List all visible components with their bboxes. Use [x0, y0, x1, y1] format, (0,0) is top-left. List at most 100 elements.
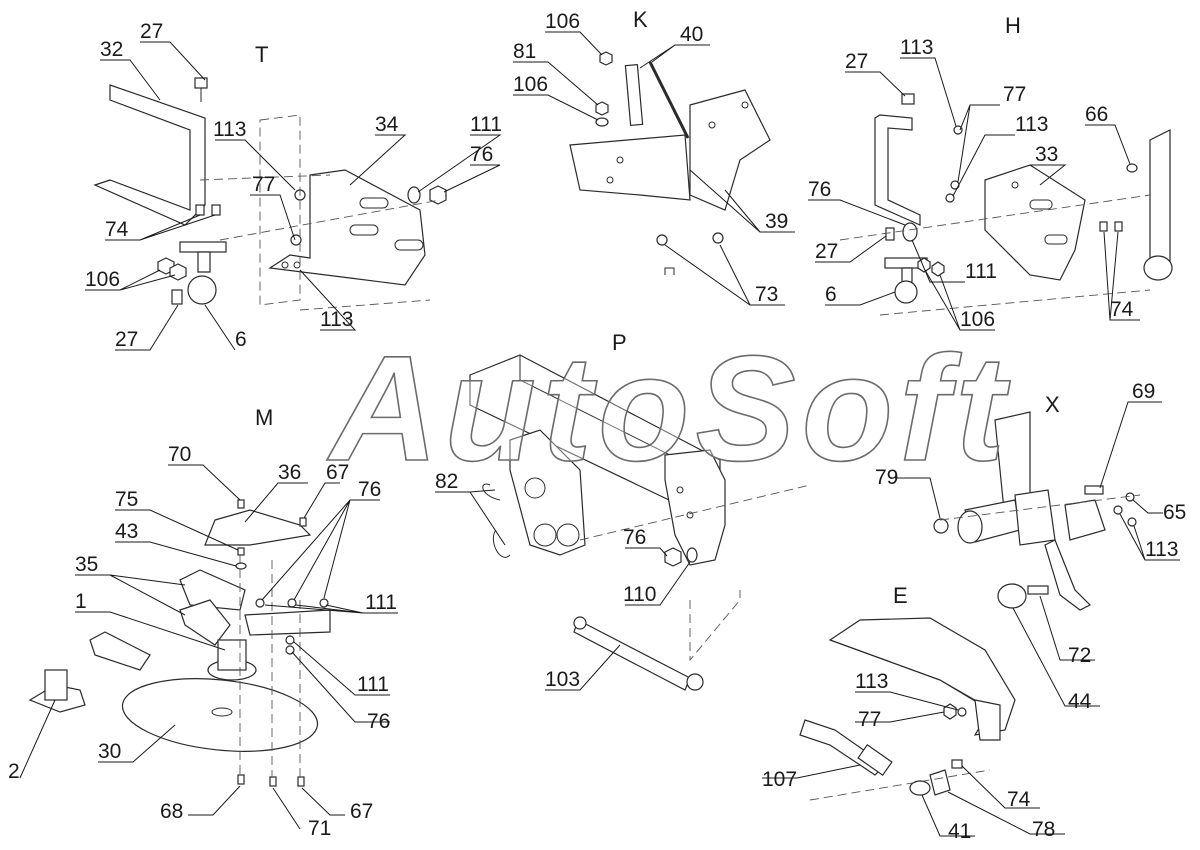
leader-t-6: [204, 304, 236, 351]
washer-113-e: [957, 707, 967, 717]
callout: 74: [1110, 298, 1134, 321]
frame-h-side: [1149, 129, 1171, 271]
callout: 76: [623, 526, 646, 549]
bracket-35b: [179, 599, 231, 646]
section-m-group: M: [8, 405, 398, 840]
washer-113: [290, 234, 302, 246]
callout: 107: [762, 768, 797, 791]
plate-34-hole: [281, 261, 289, 269]
flange-x: [1064, 499, 1106, 541]
callout: 76: [358, 478, 381, 501]
leader-x-65: [1132, 499, 1163, 514]
leader-m-76b: [291, 651, 390, 723]
guide-dash-e: [809, 769, 991, 801]
leader-h-74: [1103, 231, 1140, 321]
callout: 78: [1032, 818, 1055, 841]
nut-77-e: [943, 703, 957, 720]
leader-h-6: [825, 291, 896, 306]
cylinder-107-body: [857, 744, 893, 776]
plate-39a: [569, 134, 691, 201]
callout: 6: [235, 328, 247, 351]
washer-79: [933, 518, 949, 534]
bolt-75: [237, 547, 245, 556]
plate-34: [268, 169, 426, 286]
callout: 27: [815, 240, 838, 263]
callout: 79: [875, 466, 898, 489]
nut-106-top: [599, 51, 613, 66]
strut-103-end-a: [573, 616, 587, 630]
callout: 68: [160, 800, 183, 823]
plate-1: [89, 631, 151, 671]
callout: 33: [1035, 143, 1058, 166]
leader-m-68: [188, 785, 241, 816]
washer-111-m3: [319, 598, 329, 608]
callout: 76: [367, 710, 390, 733]
leader-t-27a: [140, 41, 206, 81]
callout: 111: [470, 113, 502, 136]
screw-67-top: [299, 517, 307, 527]
section-label-x: X: [1045, 392, 1060, 417]
plate-34-slot-1: [359, 197, 389, 209]
leader-h-111: [911, 239, 965, 283]
washer-110: [686, 547, 698, 563]
nut-66: [1126, 163, 1138, 173]
callout: 113: [855, 670, 888, 693]
leader-t-76: [443, 164, 501, 193]
ball-joint-6-h-ball: [894, 280, 918, 304]
washer-113-x2: [1127, 517, 1137, 527]
bolt-74-h2: [1114, 221, 1123, 232]
callout: 113: [213, 118, 246, 141]
leader-t-113b: [299, 269, 357, 331]
clamp-78: [929, 769, 951, 796]
callout: 113: [900, 36, 933, 59]
leader-p-110: [625, 561, 691, 606]
section-label-e: E: [893, 583, 908, 608]
guide-dash-p1: [579, 484, 811, 541]
washer-111-m1: [255, 598, 265, 608]
callout: 1: [75, 590, 87, 613]
leader-h-76: [808, 199, 906, 226]
rivet-73a: [656, 234, 668, 246]
rod-x: [1044, 539, 1092, 611]
plate-39a-hole: [606, 176, 614, 184]
bushing-h: [1143, 255, 1173, 281]
leader-k-106b: [513, 94, 599, 121]
leader-t-111: [417, 134, 502, 193]
ball-joint-6-h-spring: [901, 267, 913, 283]
bracket-h: [874, 114, 921, 226]
washer-43: [235, 562, 247, 570]
leader-m-30: [98, 724, 176, 763]
leader-h-27a: [845, 71, 906, 97]
callout: 77: [252, 173, 275, 196]
callout: 76: [808, 178, 831, 201]
leader-e-74: [961, 765, 1040, 809]
leader-m-43: [115, 541, 237, 567]
section-label-p: P: [612, 330, 627, 355]
strut-103: [573, 619, 691, 691]
plate-39a-hole: [616, 156, 624, 164]
leader-e-78: [947, 791, 1065, 835]
plate-39b: [689, 89, 771, 211]
callout: 75: [115, 488, 138, 511]
bolt-27-h2: [885, 227, 895, 241]
callout: 111: [365, 591, 397, 614]
nut-106-h1: [917, 257, 931, 273]
guide-dash-h1: [839, 194, 1151, 241]
section-k-group: K 106 81 106 40 39 73: [513, 7, 795, 306]
bracket-32-edges: [94, 85, 111, 186]
callout: 27: [115, 328, 138, 351]
nut-106-mid: [595, 101, 609, 116]
callout: 30: [98, 740, 121, 763]
bolt-72: [1027, 585, 1049, 595]
washer-113-h2: [945, 193, 955, 203]
callout: 43: [115, 520, 138, 543]
washer-111-m2: [287, 598, 297, 608]
section-label-h: H: [1005, 13, 1021, 38]
leader-m-70: [168, 464, 241, 501]
leader-k-106a: [545, 31, 603, 56]
frame-p-edges: [469, 355, 721, 481]
bracket-35a: [179, 569, 246, 611]
screw-68: [237, 774, 245, 785]
guide-dash-t3: [299, 299, 431, 311]
